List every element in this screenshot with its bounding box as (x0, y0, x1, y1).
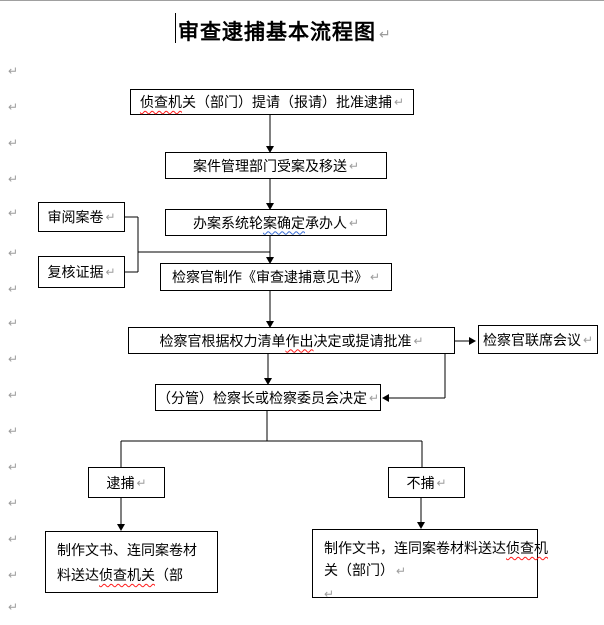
node-verify-evidence: 复核证据↵ (38, 256, 125, 288)
paragraph-mark: ↵ (8, 424, 19, 438)
node-chief-decision: （分管）检察长或检察委员会决定↵ (155, 384, 381, 411)
paragraph-mark: ↵ (582, 332, 594, 347)
node-deliver-documents-no-arrest: 制作文书，连同案卷材料送达侦查机 关（部门）↵ ↵ (312, 529, 548, 601)
node-text-spellcheck: 侦查机关 (99, 567, 155, 583)
paragraph-mark: ↵ (348, 215, 360, 230)
node-no-arrest: 不捕↵ (388, 467, 465, 498)
paragraph-mark: ↵ (393, 95, 405, 109)
node-case-assignment: 办案系统轮案确定承办人↵ (165, 209, 387, 236)
paragraph-mark: ↵ (8, 600, 19, 614)
node-text: 检察官联席会议 (482, 331, 581, 348)
node-text-line2: 料送达侦查机关（部 (57, 567, 183, 583)
paragraph-mark: ↵ (413, 333, 424, 348)
node-case-management: 案件管理部门受案及移送↵ (165, 152, 387, 179)
paragraph-mark: ↵ (436, 475, 447, 490)
node-text-spellcheck: 侦查机 (506, 540, 548, 556)
paragraph-mark: ↵ (368, 390, 380, 405)
paragraph-mark: ↵ (369, 270, 381, 284)
page-title-text: 审查逮捕基本流程图 (178, 21, 376, 44)
paragraph-mark: ↵ (105, 265, 116, 279)
node-text: 审阅案卷 (47, 209, 104, 225)
node-text: 逮捕 (106, 474, 135, 491)
node-text: 不捕 (406, 474, 435, 491)
node-text: 承办人 (304, 214, 347, 231)
node-text: 检察官根据权力清单 (159, 332, 286, 349)
paragraph-mark: ↵ (348, 158, 360, 173)
node-text-spellcheck: 作出 (285, 332, 314, 349)
node-draft-opinion: 检察官制作《审查逮捕意见书》↵ (160, 263, 392, 291)
paragraph-mark: ↵ (8, 206, 19, 220)
paragraph-mark: ↵ (8, 532, 19, 546)
node-text-line3: ↵ (324, 582, 527, 605)
page-title: 审查逮捕基本流程图↵ (178, 16, 392, 46)
node-text: （分管）检察长或检察委员会决定 (156, 389, 367, 406)
node-text: 关（部门）提请（报请）批准逮捕 (181, 94, 392, 110)
node-text-line1: 制作文书，连同案卷材料送达侦查机 (324, 540, 548, 556)
node-text-spellcheck: 侦查机 (139, 94, 182, 110)
node-text: 案件管理部门受案及移送 (192, 157, 347, 174)
paragraph-mark: ↵ (8, 388, 19, 402)
text-cursor (175, 13, 176, 43)
paragraph-mark: ↵ (105, 210, 116, 224)
paragraph-mark: ↵ (396, 564, 407, 578)
node-text: 检察官制作《审查逮捕意见书》 (171, 269, 368, 285)
node-decision-or-approval: 检察官根据权力清单作出决定或提请批准↵ (128, 327, 455, 354)
paragraph-mark: ↵ (8, 282, 19, 296)
paragraph-mark: ↵ (379, 26, 392, 42)
paragraph-mark: ↵ (8, 64, 19, 78)
node-request-approval: 侦查机关（部门）提请（报请）批准逮捕↵ (130, 89, 414, 115)
node-text-line2: 关（部门）↵ (324, 562, 407, 578)
node-text: 复核证据 (47, 264, 104, 280)
paragraph-mark: ↵ (136, 475, 147, 490)
node-text-line1: 制作文书、连同案卷材 (57, 542, 197, 558)
paragraph-mark: ↵ (8, 246, 19, 260)
node-text: 办案系统轮 (192, 214, 263, 231)
paragraph-mark: ↵ (8, 568, 19, 582)
node-text-grammarcheck: 案确定 (262, 214, 305, 231)
node-review-files: 审阅案卷↵ (38, 202, 125, 232)
paragraph-mark: ↵ (8, 136, 19, 150)
node-deliver-documents-arrest: 制作文书、连同案卷材 料送达侦查机关（部 (45, 531, 218, 593)
node-joint-meeting: 检察官联席会议↵ (478, 325, 598, 354)
paragraph-mark: ↵ (8, 460, 19, 474)
node-arrest: 逮捕↵ (88, 467, 165, 498)
paragraph-mark: ↵ (8, 172, 19, 186)
paragraph-mark: ↵ (8, 100, 19, 114)
node-text: 决定或提请批准 (313, 332, 412, 349)
paragraph-mark: ↵ (8, 316, 19, 330)
paragraph-mark: ↵ (324, 587, 335, 601)
paragraph-mark: ↵ (8, 496, 19, 510)
paragraph-mark: ↵ (8, 352, 19, 366)
